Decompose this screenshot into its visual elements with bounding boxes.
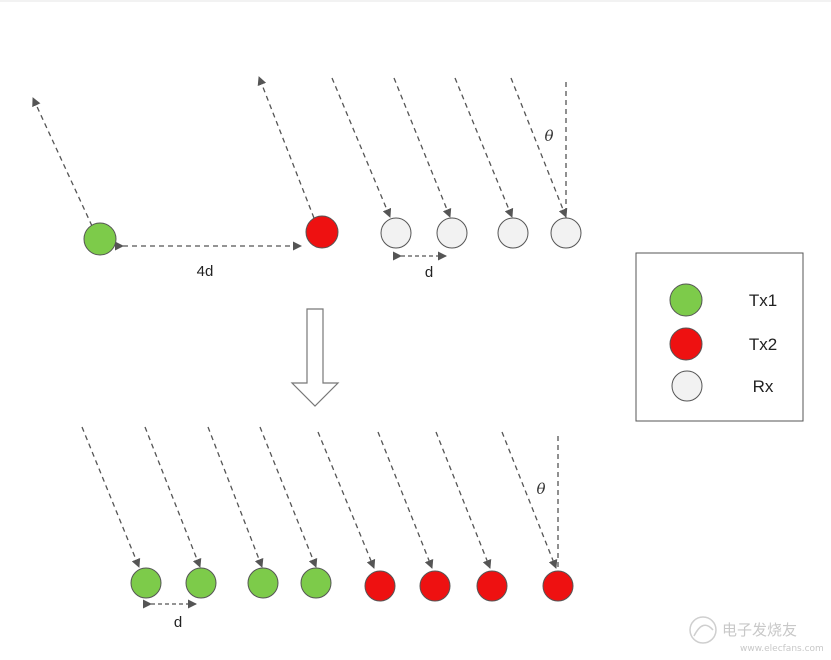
legend-box [635, 252, 804, 422]
tx2-node [305, 215, 339, 249]
watermark-url: www.elecfans.com [740, 644, 824, 654]
legend-tx2-label: Tx2 [749, 335, 777, 354]
incoming-ray-7 [435, 431, 492, 569]
legend-tx1-swatch [669, 283, 703, 317]
rx-node [380, 217, 412, 249]
tx1-node [247, 567, 279, 599]
rx-incoming-ray-2 [393, 77, 452, 218]
tx2-node [542, 570, 574, 602]
rx-node [436, 217, 468, 249]
incoming-ray-8 [501, 431, 558, 569]
tx1-node [130, 567, 162, 599]
rx-incoming-ray-1 [331, 77, 392, 218]
legend-tx2-swatch [669, 327, 703, 361]
tx2-node [364, 570, 396, 602]
watermark-text: 电子发烧友 [722, 621, 797, 639]
top-angle-label: θ [544, 127, 553, 145]
rx-spacing-label: d [425, 264, 433, 281]
tx2-node [476, 570, 508, 602]
rx-incoming-ray-4 [510, 77, 568, 218]
legend: Tx1 Tx2 Rx [635, 252, 804, 422]
incoming-ray-3 [207, 426, 264, 568]
incoming-ray-2 [144, 426, 202, 568]
legend-rx-swatch [671, 370, 703, 402]
tx2-outgoing-ray [257, 76, 315, 219]
bottom-spacing-label: d [174, 614, 182, 631]
rx-node [497, 217, 529, 249]
tx1-node [83, 222, 117, 256]
tx2-node [419, 570, 451, 602]
tx1-node [185, 567, 217, 599]
watermark: 电子发烧友 www.elecfans.com [689, 616, 824, 654]
tx1-outgoing-ray [32, 97, 93, 227]
incoming-ray-5 [317, 431, 376, 569]
legend-tx1-label: Tx1 [749, 291, 777, 310]
rx-incoming-ray-3 [454, 77, 514, 218]
bottom-configuration: d θ [81, 426, 574, 631]
down-arrow-icon [290, 308, 340, 407]
legend-rx-label: Rx [753, 377, 774, 396]
incoming-ray-4 [259, 426, 318, 568]
rx-node [550, 217, 582, 249]
tx-spacing-label: 4d [197, 263, 214, 280]
bottom-angle-label: θ [536, 480, 545, 498]
incoming-ray-6 [377, 431, 434, 569]
tx1-node [300, 567, 332, 599]
incoming-ray-1 [81, 426, 141, 568]
top-configuration: 4d d θ [32, 76, 582, 281]
elecfans-logo-icon [689, 616, 717, 644]
